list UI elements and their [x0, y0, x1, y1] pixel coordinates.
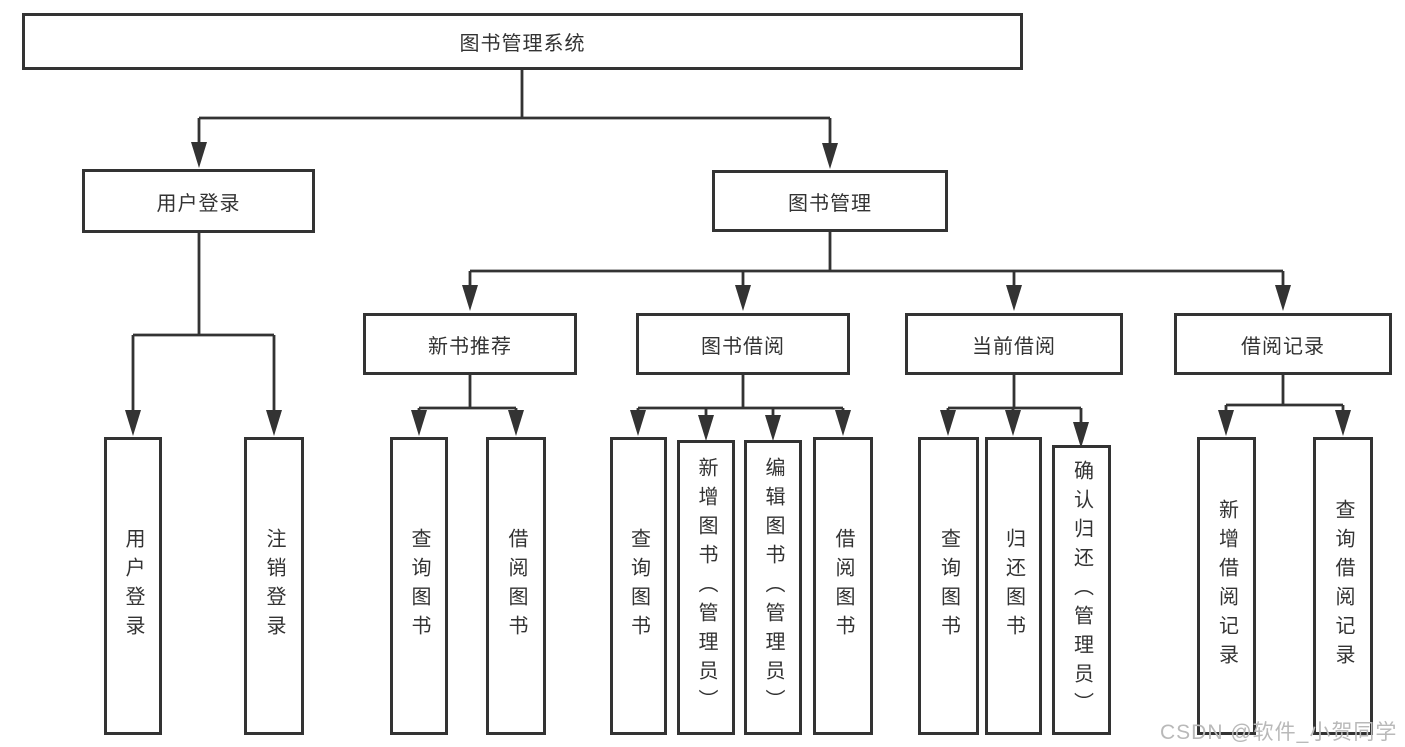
leaf-add-books-admin: 新增图书（管理员）: [677, 440, 735, 735]
node-library-management-system: 图书管理系统: [22, 13, 1023, 70]
node-new-book-recommend: 新书推荐: [363, 313, 577, 375]
leaf-return-books: 归还图书: [985, 437, 1042, 735]
leaf-add-borrow-record: 新增借阅记录: [1197, 437, 1256, 735]
leaf-borrow-books-recommend: 借阅图书: [486, 437, 546, 735]
node-borrow-records: 借阅记录: [1174, 313, 1392, 375]
leaf-query-books-recommend: 查询图书: [390, 437, 448, 735]
node-current-borrow: 当前借阅: [905, 313, 1123, 375]
leaf-confirm-return-admin: 确认归还（管理员）: [1052, 445, 1111, 735]
leaf-borrow-books: 借阅图书: [813, 437, 873, 735]
leaf-query-books-borrow: 查询图书: [610, 437, 667, 735]
node-book-borrow: 图书借阅: [636, 313, 850, 375]
leaf-query-books-current: 查询图书: [918, 437, 979, 735]
node-book-management: 图书管理: [712, 170, 948, 232]
node-user-login: 用户登录: [82, 169, 315, 233]
leaf-query-borrow-record: 查询借阅记录: [1313, 437, 1373, 735]
csdn-watermark: CSDN @软件_小贺同学: [1160, 721, 1398, 744]
leaf-user-login: 用户登录: [104, 437, 162, 735]
leaf-logout: 注销登录: [244, 437, 304, 735]
leaf-edit-books-admin: 编辑图书（管理员）: [744, 440, 802, 735]
